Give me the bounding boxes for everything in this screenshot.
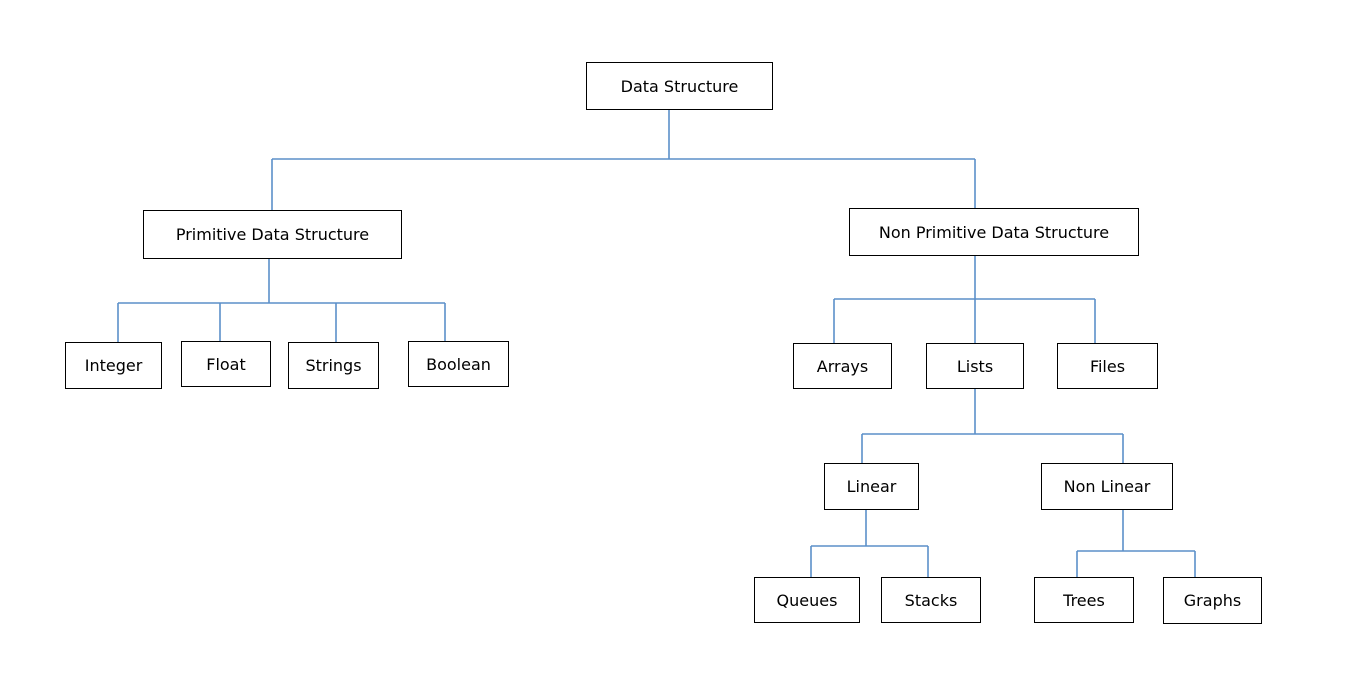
- node-label: Files: [1089, 356, 1126, 376]
- node-label: Arrays: [816, 356, 869, 376]
- node-files: Files: [1057, 343, 1158, 389]
- node-primitive-data-structure: Primitive Data Structure: [143, 210, 402, 259]
- node-non-primitive-data-structure: Non Primitive Data Structure: [849, 208, 1139, 256]
- node-float: Float: [181, 341, 271, 387]
- node-label: Non Linear: [1063, 477, 1151, 496]
- node-non-linear: Non Linear: [1041, 463, 1173, 510]
- node-data-structure: Data Structure: [586, 62, 773, 110]
- node-label: Primitive Data Structure: [175, 225, 370, 244]
- node-label: Linear: [846, 477, 897, 496]
- node-label: Stacks: [904, 590, 958, 610]
- node-label: Boolean: [426, 354, 491, 374]
- node-label: Float: [206, 354, 246, 374]
- node-label: Graphs: [1183, 591, 1242, 610]
- node-label: Data Structure: [620, 76, 739, 96]
- node-arrays: Arrays: [793, 343, 892, 389]
- node-label: Strings: [305, 356, 362, 375]
- node-label: Lists: [956, 356, 994, 376]
- node-graphs: Graphs: [1163, 577, 1262, 624]
- node-stacks: Stacks: [881, 577, 981, 623]
- node-lists: Lists: [926, 343, 1024, 389]
- node-linear: Linear: [824, 463, 919, 510]
- node-label: Non Primitive Data Structure: [878, 222, 1110, 242]
- node-label: Queues: [776, 590, 838, 610]
- node-strings: Strings: [288, 342, 379, 389]
- node-boolean: Boolean: [408, 341, 509, 387]
- node-label: Trees: [1063, 590, 1105, 610]
- node-trees: Trees: [1034, 577, 1134, 623]
- node-queues: Queues: [754, 577, 860, 623]
- node-integer: Integer: [65, 342, 162, 389]
- node-label: Integer: [84, 356, 143, 375]
